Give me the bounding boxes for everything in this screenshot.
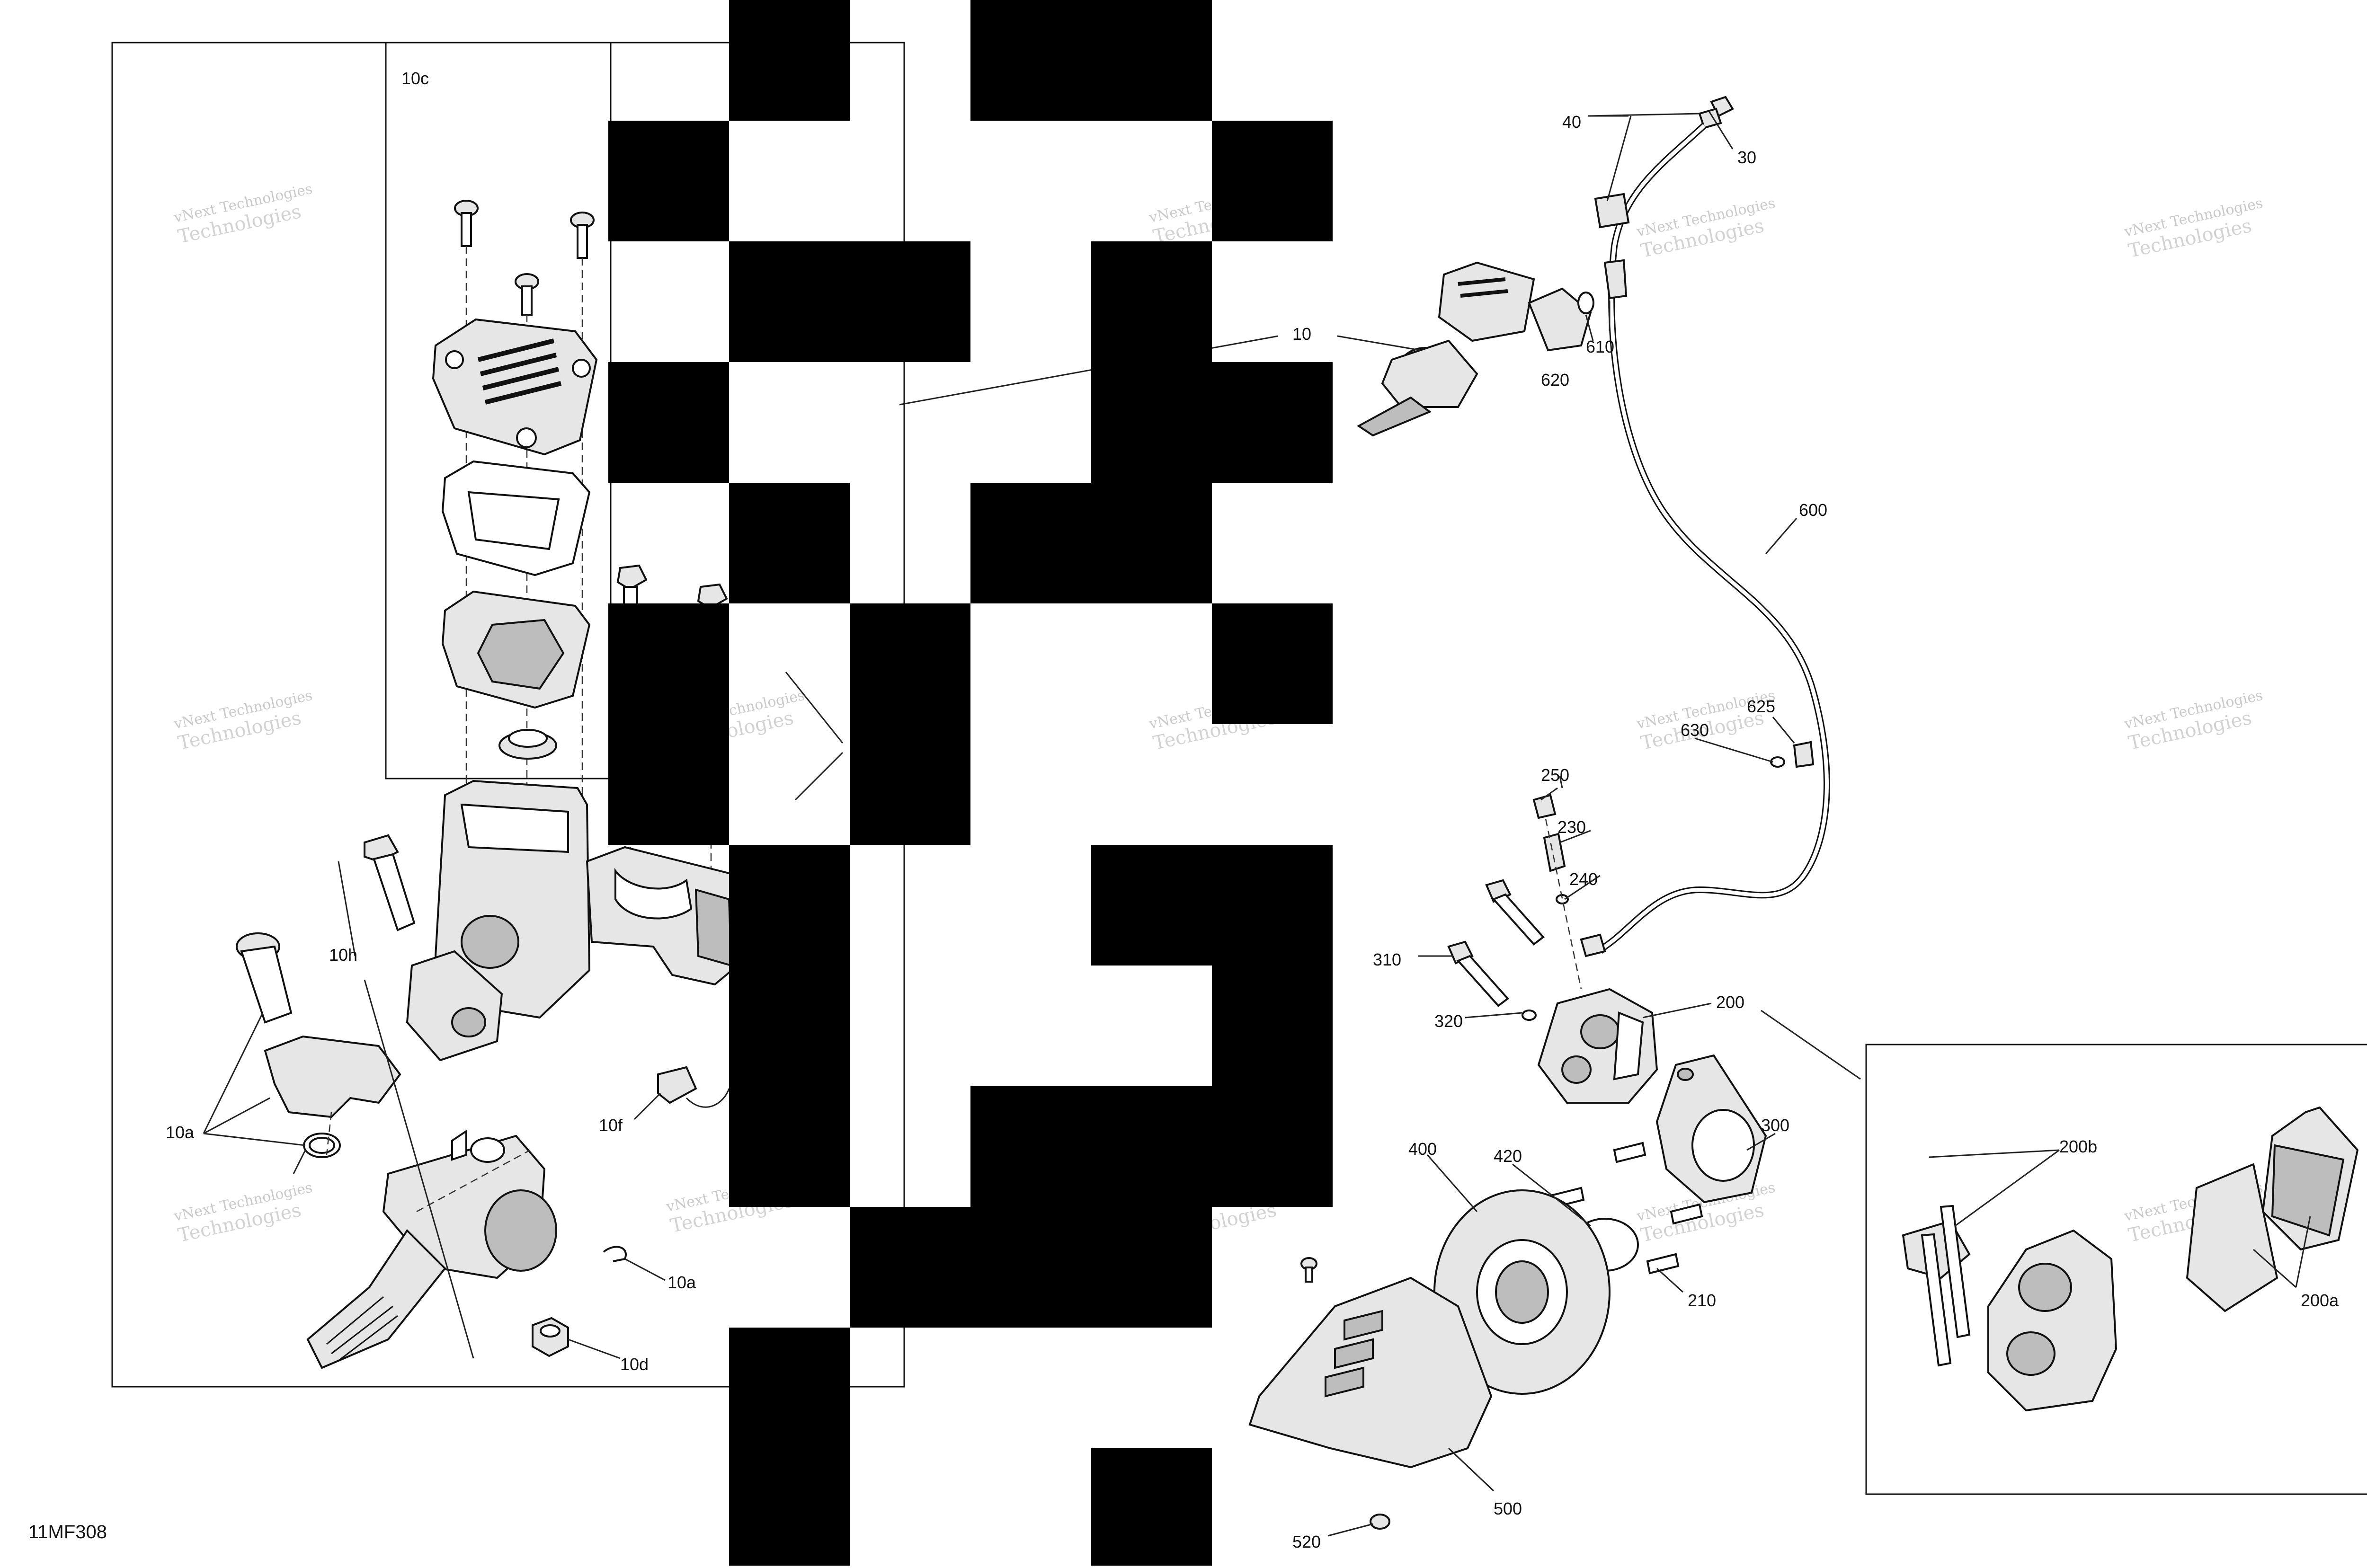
callouts: 10 10a 10a 10d 10f 10h 30 40 200 200a 20… [166,112,2339,1551]
caliper-detail-frame [1865,1044,2367,1495]
redaction-block [729,1328,850,1566]
redaction-blocks [608,0,1333,1566]
watermark: vNext Technologies Technologies [1635,195,1777,262]
leader-lines [203,111,2311,1537]
diagram-code: 11MF308 [28,1522,107,1542]
redaction-block [970,483,1212,603]
redaction-block [850,1207,1212,1328]
guard-screw [1300,1257,1317,1283]
callout-200: 200 [1716,992,1744,1012]
pivot-nut [532,1317,569,1357]
washer-630 [1770,756,1785,768]
redaction-block [608,362,729,483]
washer-320 [1522,1010,1537,1021]
redaction-block [729,0,850,121]
redaction-block [970,1086,1333,1207]
callout-400: 400 [1408,1139,1437,1159]
caliper-bolt [1447,940,1509,1007]
callout-40: 40 [1562,112,1581,132]
callout-10d: 10d [620,1355,649,1374]
hose-clip-625 [1793,741,1815,768]
hose-fitting-30 [1698,96,1734,129]
redaction-block [1091,362,1333,483]
cover-screw [515,273,539,316]
inset-label: 10c [401,69,429,88]
handlebar-master-cylinder [1357,261,1592,437]
redaction-block [1212,603,1333,724]
callout-30: 30 [1737,148,1756,167]
hose-clip-610 [1603,259,1628,300]
callout-320: 320 [1434,1011,1463,1031]
callout-630: 630 [1681,720,1709,740]
bracket-bolt [1613,1142,1646,1163]
hose-end-fitting [1594,193,1630,229]
redaction-block [1091,845,1333,966]
banjo-fitting [1580,933,1606,957]
callout-10: 10 [1292,324,1311,344]
brake-hose [1598,123,1830,954]
redaction-block [1091,241,1212,362]
brake-light-switch [657,1066,730,1108]
caliper-bracket [1655,1054,1767,1204]
cover-screw [454,200,479,247]
redaction-block [1091,1448,1212,1566]
callout-625: 625 [1747,697,1775,716]
callout-300: 300 [1761,1116,1789,1135]
callout-10a: 10a [667,1273,696,1292]
brake-disc [1433,1189,1611,1395]
brake-caliper [1537,988,1658,1104]
callout-250: 250 [1541,765,1569,785]
watermark: vNext Technologies Technologies [172,181,314,248]
redaction-block [729,845,850,1207]
callout-420: 420 [1494,1146,1522,1166]
master-cylinder-body [406,780,745,1062]
guard-screw-520 [1370,1514,1390,1530]
hose-ring-620 [1577,292,1594,314]
callout-520: 520 [1292,1532,1321,1551]
lever-bracket [264,1035,401,1118]
redaction-block [608,603,729,845]
callout-10h: 10h [329,945,357,965]
watermark: vNext Technologies Technologies [172,1179,314,1247]
bracket-bolt [1646,1253,1680,1275]
redaction-block [729,483,850,603]
bracket-bolt [1670,1203,1703,1225]
bolt-10h [364,834,416,931]
reservoir-cover [432,318,598,456]
redaction-block [1212,121,1333,241]
cover-screw [570,212,595,259]
callout-230: 230 [1557,817,1586,837]
screw-10a [236,932,293,1024]
brake-pad [2186,1163,2278,1312]
callout-620: 620 [1541,370,1569,390]
redaction-block [970,0,1212,121]
callout-200a: 200a [2301,1291,2339,1310]
reservoir-cover-stack [432,200,598,852]
caliper-bolt [1485,879,1545,946]
redaction-block [608,121,729,241]
watermark: vNext Technologies Technologies [2122,195,2264,262]
watermark: vNext Technologies Technologies [172,687,314,754]
brake-lever-assembly [306,1129,557,1369]
redaction-block [1212,966,1333,1086]
retaining-clip [603,1246,627,1262]
reservoir-seal [498,729,557,760]
callout-610: 610 [1586,337,1614,356]
caliper-detail [1902,1106,2359,1412]
callout-500: 500 [1494,1499,1522,1518]
bleeder-valve [1532,794,1569,904]
return-spring [293,1133,341,1174]
disc-guard [1248,1276,1493,1469]
callout-310: 310 [1373,950,1401,969]
callout-600: 600 [1799,500,1827,520]
redaction-block [729,241,970,362]
callout-10f: 10f [599,1116,623,1135]
callout-210: 210 [1688,1291,1716,1310]
redaction-block [850,603,970,845]
callout-240: 240 [1569,869,1598,889]
callout-200b: 200b [2059,1137,2097,1156]
watermark: vNext Technologies Technologies [2122,687,2264,754]
callout-10a: 10a [166,1123,195,1142]
